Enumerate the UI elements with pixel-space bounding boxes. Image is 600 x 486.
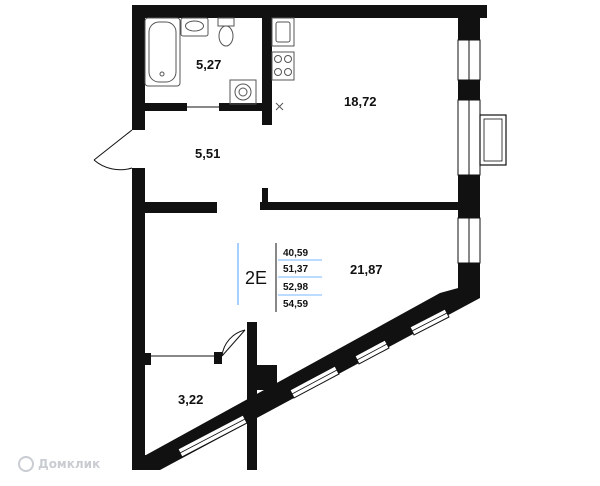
- right-windows: [457, 39, 481, 264]
- bathtub: [144, 17, 181, 87]
- living-room-area-label: 21,87: [350, 262, 383, 277]
- area-value-1: 40,59: [283, 248, 308, 259]
- watermark: Домклик: [18, 456, 100, 472]
- area-value-2: 51,37: [283, 264, 308, 275]
- closet-door: [151, 329, 246, 357]
- bathroom-area-label: 5,27: [196, 57, 221, 72]
- unit-info: 2E 40,59 51,37 52,98 54,59: [237, 243, 322, 312]
- ventilation-mark: [275, 102, 284, 111]
- toilet: [217, 17, 235, 47]
- area-value-4: 54,59: [283, 299, 308, 310]
- interior-walls: [132, 5, 460, 470]
- watermark-logo-icon: [18, 456, 34, 472]
- closet-area-label: 3,22: [178, 392, 203, 407]
- kitchen-sink: [271, 17, 295, 47]
- area-value-3: 52,98: [283, 282, 308, 293]
- stove: [271, 51, 295, 81]
- sink: [180, 17, 209, 37]
- washing-machine: [229, 79, 257, 105]
- unit-code: 2E: [245, 268, 267, 288]
- entrance-door: [93, 129, 133, 171]
- diagonal-window-lines: [179, 312, 448, 454]
- hall-area-label: 5,51: [195, 146, 220, 161]
- watermark-text: Домклик: [38, 457, 100, 471]
- kitchen-area-label: 18,72: [344, 94, 377, 109]
